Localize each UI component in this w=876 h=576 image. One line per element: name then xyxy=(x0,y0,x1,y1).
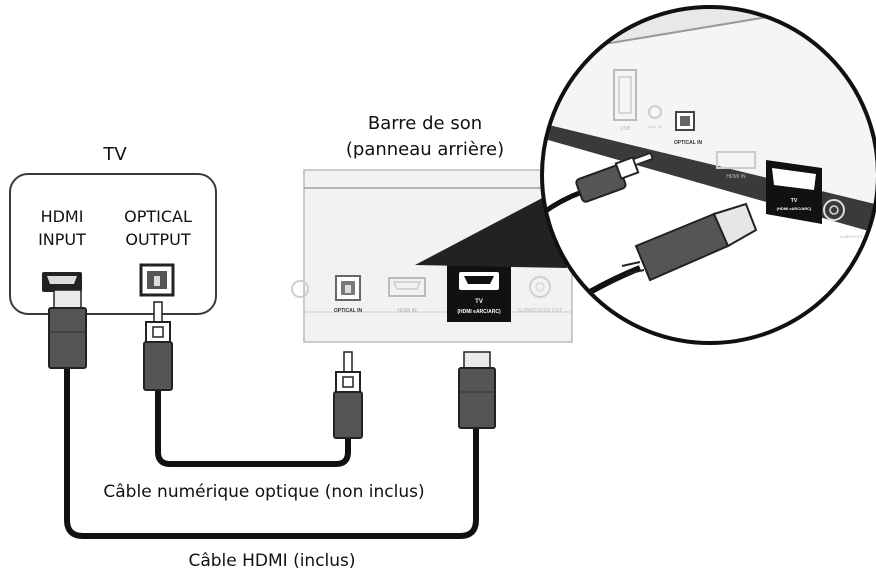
zoom-hdmi-in-label: HDMI IN xyxy=(726,174,746,180)
tv-unit: TV HDMI INPUT OPTICAL OUTPUT xyxy=(9,144,217,315)
soundbar-subwoofer-port-icon xyxy=(529,276,551,298)
soundbar-tv-earc-label-line2: (HDMI eARC/ARC) xyxy=(457,309,501,315)
tv-hdmi-port-icon xyxy=(42,272,82,292)
zoom-callout-pointer xyxy=(415,195,567,268)
soundbar-title-line2: (panneau arrière) xyxy=(346,139,504,160)
hdmi-cable-label: Câble HDMI (inclus) xyxy=(188,551,355,571)
zoom-tv-earc-label-line2: (HDMI eARC/ARC) xyxy=(777,206,812,211)
zoom-optical-plug-icon xyxy=(542,152,654,218)
tv-optical-label-line1: OPTICAL xyxy=(124,207,192,226)
optical-plug-soundbar-side-icon xyxy=(333,351,363,439)
zoom-optical-in-port-icon xyxy=(675,111,695,131)
zoom-tv-earc-port-icon xyxy=(766,160,822,224)
optical-cable-wire xyxy=(155,388,351,467)
optical-plug-tv-side-icon xyxy=(143,301,173,391)
zoom-usb-port-icon xyxy=(613,69,637,121)
tv-optical-label-line2: OUTPUT xyxy=(125,230,190,249)
optical-cable-label: Câble numérique optique (non inclus) xyxy=(103,482,424,502)
zoom-aux-port-icon xyxy=(648,105,662,119)
hdmi-plug-soundbar-side-icon xyxy=(458,351,496,429)
soundbar-hdmi-in-port-icon xyxy=(388,277,426,297)
hdmi-plug-tv-side-icon xyxy=(48,289,87,369)
zoom-aux-label: AUX IN xyxy=(648,124,661,129)
tv-title: TV xyxy=(102,144,127,165)
tv-hdmi-label-line1: HDMI xyxy=(41,207,84,226)
zoom-hdmi-plug-icon xyxy=(588,202,758,295)
zoom-subwoofer-label: SUBWOOFER OUT xyxy=(840,234,876,239)
zoom-optical-in-label: OPTICAL IN xyxy=(674,140,703,146)
soundbar-tv-earc-port-icon xyxy=(447,264,511,322)
tv-hdmi-label-line2: INPUT xyxy=(38,230,86,249)
soundbar-hdmi-in-label: HDMI IN xyxy=(397,308,417,314)
zoom-tv-earc-label-line1: TV xyxy=(791,198,798,204)
soundbar-tv-earc-label-line1: TV xyxy=(475,299,483,305)
hdmi-cable-wire xyxy=(64,365,479,539)
soundbar-optical-in-port-icon xyxy=(335,275,361,301)
zoom-callout-ring xyxy=(540,5,876,345)
zoom-hdmi-in-port-icon xyxy=(716,151,756,169)
soundbar-subwoofer-label: SUBWOOFER OUT xyxy=(518,308,563,314)
zoom-subwoofer-port-icon xyxy=(823,199,845,221)
soundbar-title-line1: Barre de son xyxy=(368,113,482,134)
zoom-usb-label: USB xyxy=(620,126,631,132)
zoom-callout: USB AUX IN OPTICAL IN HDMI IN TV (HDMI e… xyxy=(540,5,876,345)
tv-optical-port-icon xyxy=(139,263,175,297)
soundbar-optical-in-label: OPTICAL IN xyxy=(334,308,363,314)
